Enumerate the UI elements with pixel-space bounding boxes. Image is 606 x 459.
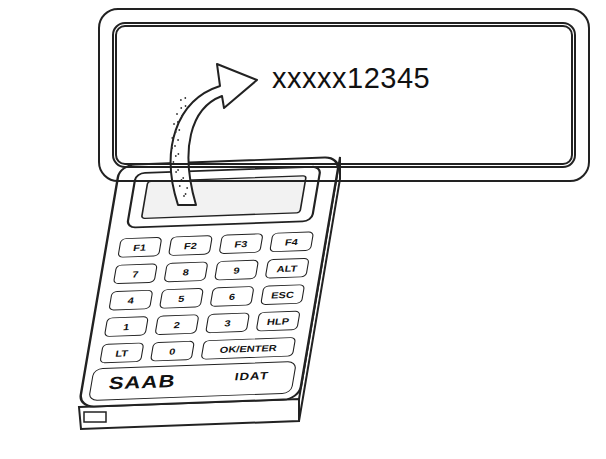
- speckle-dot: [175, 155, 177, 157]
- speckle-dot: [173, 161, 175, 163]
- speckle-dot: [185, 105, 187, 107]
- speckle-dot: [184, 97, 186, 99]
- key-label: OK/ENTER: [201, 337, 297, 360]
- key-label: 5: [159, 288, 204, 309]
- speckle-dot: [175, 131, 177, 133]
- key-label: 3: [205, 312, 250, 333]
- speckle-dot: [180, 107, 182, 109]
- model-name: IDAT: [234, 369, 270, 383]
- key-label: F3: [219, 233, 264, 254]
- speckle-dot: [177, 153, 179, 155]
- brand-panel: [89, 361, 297, 400]
- speckle-dot: [171, 137, 173, 139]
- speckle-dot: [174, 145, 176, 147]
- brand-name: SAAB: [107, 371, 177, 394]
- display-readout: xxxxx12345: [272, 62, 430, 95]
- speckle-dot: [177, 169, 179, 171]
- screen-bezel: [127, 166, 321, 227]
- speckle-dot: [180, 99, 182, 101]
- key-label: 4: [108, 290, 153, 311]
- key-label: 6: [210, 286, 255, 307]
- display-panel: xxxxx12345: [98, 8, 590, 182]
- speckle-dot: [177, 139, 179, 141]
- keypad: F1 F2 F3F4 789 ALT 456ESC 123 HLP LT 0 OK/ENTER SAA…: [79, 157, 340, 407]
- device-body: [79, 157, 340, 407]
- key-label: 0: [150, 341, 195, 362]
- inner-frame: [112, 22, 576, 168]
- key-label: F1: [117, 237, 162, 258]
- device-port: [84, 412, 106, 422]
- speckle-dot: [178, 129, 180, 131]
- key-label: F4: [269, 231, 314, 252]
- device-screen: [142, 176, 307, 219]
- key-label: HLP: [256, 311, 301, 332]
- key-label: ALT: [265, 258, 310, 279]
- speckle-dot: [171, 147, 173, 149]
- key-label: 8: [163, 261, 208, 282]
- speckle-dot: [181, 115, 183, 117]
- key-label: ESC: [260, 284, 305, 305]
- speckle-dot: [177, 121, 179, 123]
- speckle-dot: [179, 185, 181, 187]
- key-label: 9: [214, 260, 259, 281]
- key-label: 2: [154, 314, 199, 335]
- speckle-dot: [183, 195, 185, 197]
- key-label: 7: [113, 263, 158, 284]
- speckle-dot: [182, 177, 184, 179]
- speckle-dot: [186, 187, 188, 189]
- key-label: LT: [99, 343, 144, 364]
- speckle-dot: [173, 123, 175, 125]
- speckle-dot: [179, 163, 181, 165]
- key-label: 1: [104, 316, 149, 337]
- key-label: F2: [168, 235, 213, 256]
- speckle-dot: [176, 113, 178, 115]
- speckle-dot: [185, 193, 187, 195]
- zoom-arrow: [171, 64, 257, 205]
- speckle-dot: [175, 171, 177, 173]
